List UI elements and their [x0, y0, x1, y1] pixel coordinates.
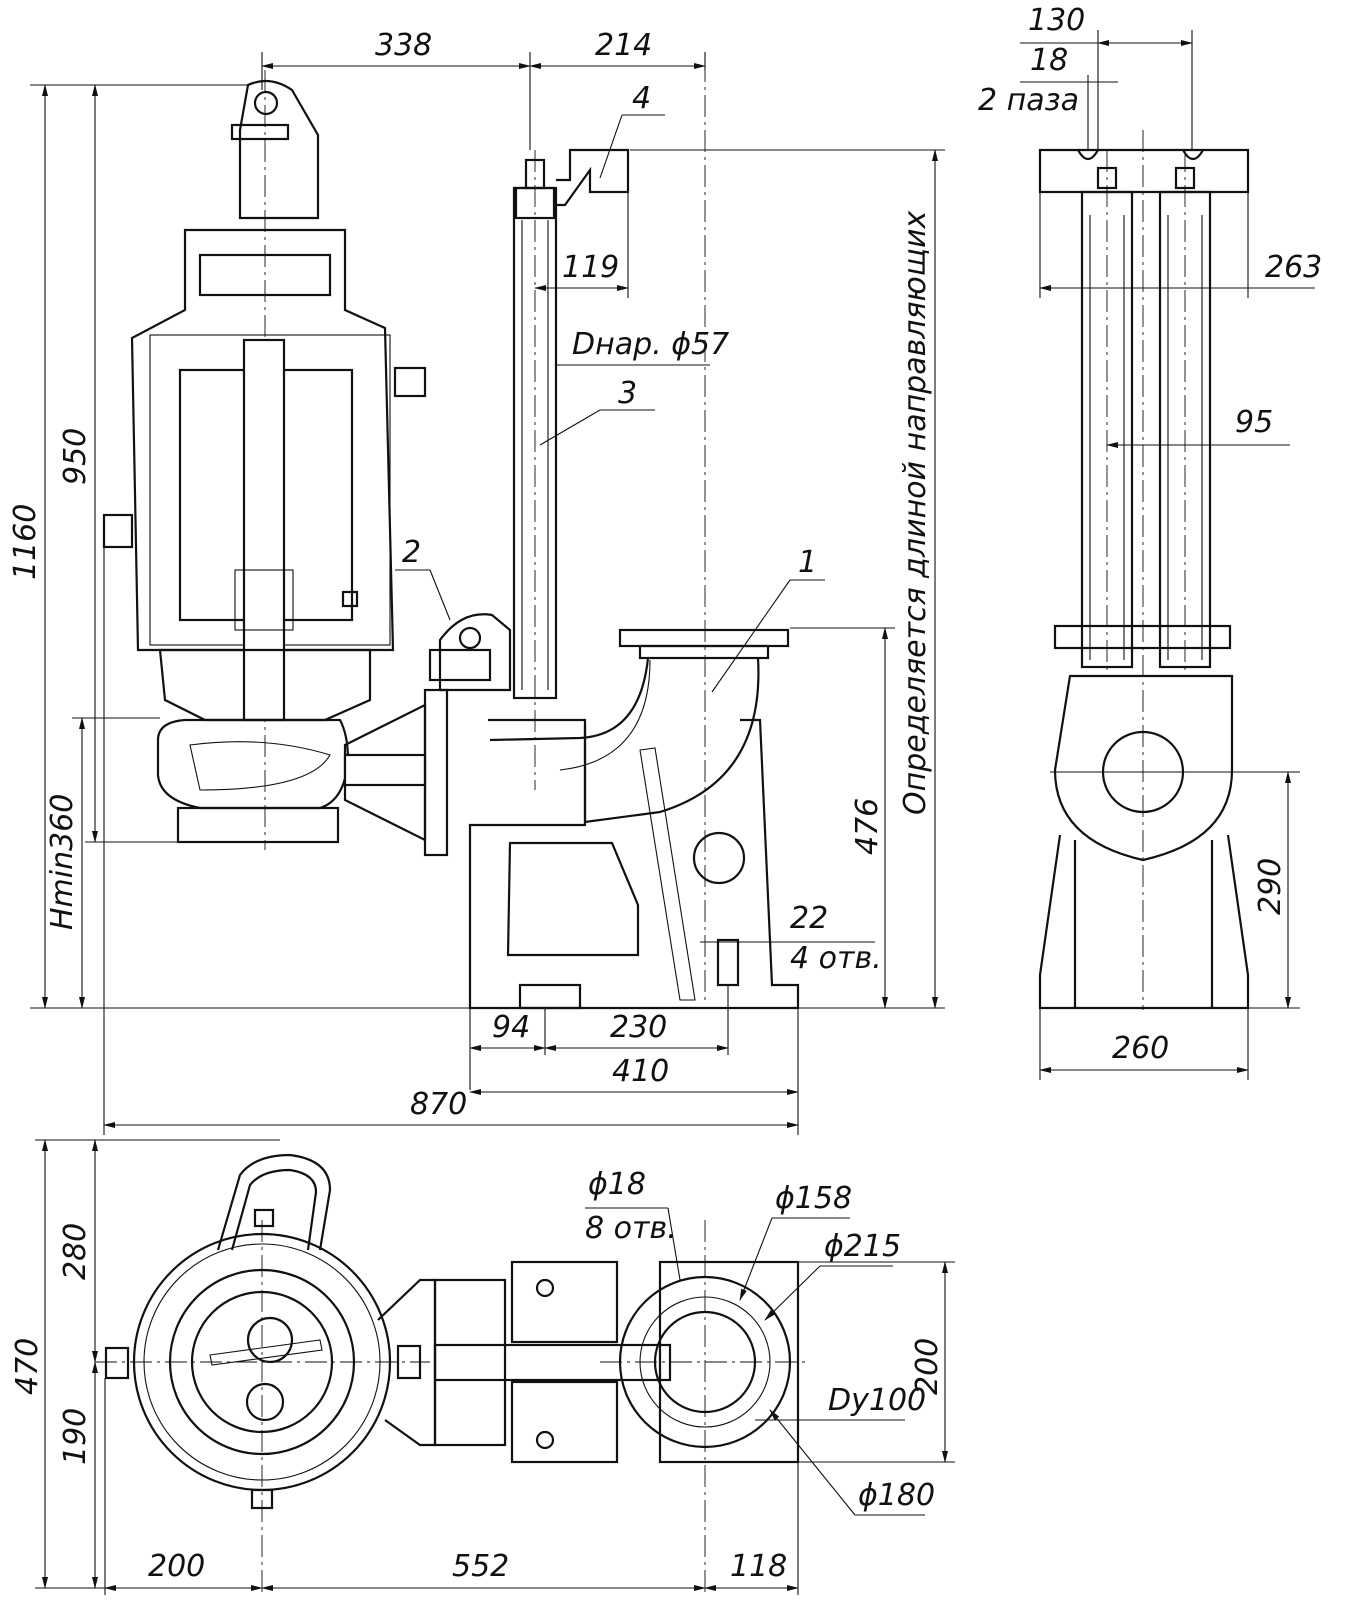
side-dimensions: 130 18 2 паза 263 95 290 260	[978, 3, 1322, 1080]
dim-180: ϕ180	[858, 1478, 935, 1513]
holes-4-label: 4 отв.	[790, 941, 882, 976]
dim-94: 94	[492, 1010, 530, 1045]
plan-view: 470 280 190 200 200 552 118 ϕ18 8 отв. ϕ…	[10, 1139, 955, 1595]
guide-length-note: Определяется длиной направляющих	[898, 210, 933, 815]
dim-215: ϕ215	[824, 1229, 901, 1264]
dim-118: 118	[730, 1549, 787, 1584]
holes-8-label: 8 отв.	[585, 1211, 677, 1246]
dim-476: 476	[850, 798, 885, 855]
pump-motor-housing	[102, 228, 427, 722]
dim-280: 280	[58, 1223, 93, 1280]
front-view: 338 214 119 Dнар. ϕ57 4 3 2 1	[8, 28, 945, 1135]
dim-338: 338	[375, 28, 432, 63]
discharge-elbow	[489, 60, 790, 1000]
dim-hmin: Hmin360	[45, 794, 80, 930]
dim-552: 552	[452, 1549, 509, 1584]
dim-130: 130	[1028, 3, 1085, 38]
clamp-part-2	[438, 613, 512, 692]
dim-470: 470	[10, 1338, 45, 1395]
dim-870: 870	[410, 1087, 467, 1122]
bolt-hole-diameter: ϕ18	[588, 1167, 646, 1202]
dim-214: 214	[595, 28, 652, 63]
part-4-label: 4	[632, 81, 651, 116]
dim-290: 290	[1253, 858, 1288, 915]
dim-18-slot: 18	[1030, 43, 1068, 78]
dim-200-vertical: 200	[910, 1338, 945, 1395]
part-2-label: 2	[402, 535, 421, 570]
pump-base	[468, 718, 800, 1010]
dim-95: 95	[1235, 405, 1273, 440]
dim-190: 190	[58, 1408, 93, 1465]
dim-950: 950	[58, 428, 93, 485]
dim-dy100: Dy100	[828, 1383, 926, 1418]
dim-158: ϕ158	[775, 1181, 852, 1216]
dim-119: 119	[562, 250, 619, 285]
side-view: 130 18 2 паза 263 95 290 260	[978, 3, 1322, 1080]
pipe-diameter-label: Dнар. ϕ57	[572, 327, 729, 362]
plan-dimensions: 470 280 190 200 200 552 118 ϕ18 8 отв. ϕ…	[10, 1139, 955, 1595]
guide-pipe	[512, 148, 630, 790]
part-1-label: 1	[798, 545, 817, 580]
pump-volute	[156, 648, 492, 857]
dim-410: 410	[612, 1054, 669, 1089]
dim-260: 260	[1112, 1031, 1169, 1066]
slots-2-label: 2 паза	[978, 83, 1079, 118]
dim-263: 263	[1265, 250, 1322, 285]
dim-200: 200	[148, 1549, 205, 1584]
dim-1160: 1160	[8, 504, 43, 580]
part-3-label: 3	[618, 376, 637, 411]
dim-22: 22	[790, 901, 828, 936]
front-dimensions: 338 214 119 Dнар. ϕ57 4 3 2 1	[8, 28, 945, 1135]
dim-230: 230	[610, 1010, 667, 1045]
